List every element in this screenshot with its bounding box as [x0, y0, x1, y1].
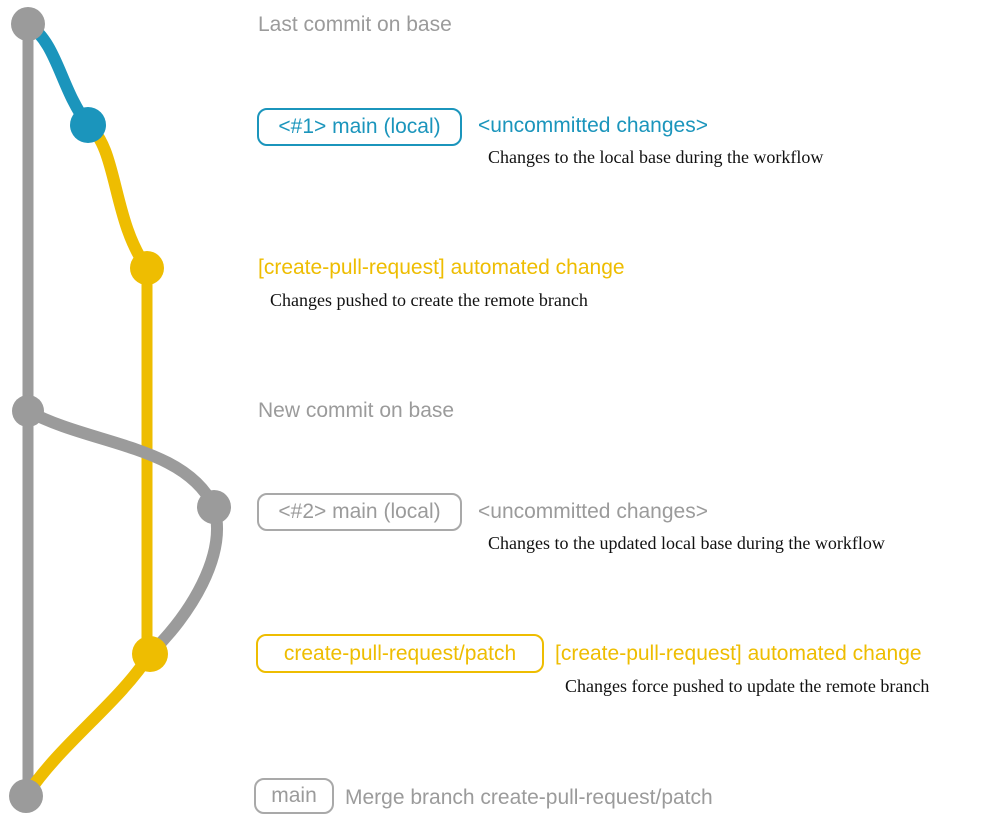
branch-merge-curve	[20, 648, 156, 802]
branch-badge-main-local-2-label: <#2> main (local)	[278, 500, 441, 523]
branch-badge-create-pull-request-patch-label: create-pull-request/patch	[283, 641, 517, 665]
automated-change-2-description: Changes force pushed to update the remot…	[565, 676, 930, 696]
commit-dot-merge-commit	[9, 779, 43, 813]
branch-badge-create-pull-request-patch: create-pull-request/patch	[256, 634, 544, 673]
uncommitted-changes-2-title: <uncommitted changes>	[478, 500, 708, 523]
merge-commit-title: Merge branch create-pull-request/patch	[345, 786, 713, 809]
automated-change-2-title: [create-pull-request] automated change	[555, 642, 922, 665]
branch-badge-main-local-2: <#2> main (local)	[257, 493, 462, 531]
uncommitted-changes-1-title: <uncommitted changes>	[478, 114, 708, 137]
uncommitted-changes-2-description: Changes to the updated local base during…	[488, 533, 885, 553]
base-to-uncommitted-2-curve	[22, 405, 220, 513]
commit-dot-uncommitted-changes-1	[70, 107, 106, 143]
new-commit-on-base-label: New commit on base	[258, 399, 455, 422]
automated-change-1-title: [create-pull-request] automated change	[258, 256, 625, 279]
commit-dot-automated-change-1	[130, 251, 164, 285]
branch-create-curve	[82, 119, 153, 274]
commit-dot-last-commit-on-base	[11, 7, 45, 41]
branch-badge-main-local-1-label: <#1> main (local)	[278, 115, 441, 138]
branch-badge-main-local-1: <#1> main (local)	[257, 108, 462, 146]
automated-change-1-description: Changes pushed to create the remote bran…	[270, 290, 588, 310]
commit-dot-automated-change-2	[132, 636, 168, 672]
branch-badge-main: main	[254, 778, 334, 814]
uncommitted-2-to-branch-curve	[144, 501, 223, 660]
branch-badge-main-label: main	[271, 784, 317, 807]
last-commit-on-base-label: Last commit on base	[258, 13, 452, 36]
uncommitted-changes-1-description: Changes to the local base during the wor…	[488, 147, 824, 167]
commit-dot-new-commit-on-base	[12, 395, 44, 427]
commit-dot-uncommitted-changes-2	[197, 490, 231, 524]
